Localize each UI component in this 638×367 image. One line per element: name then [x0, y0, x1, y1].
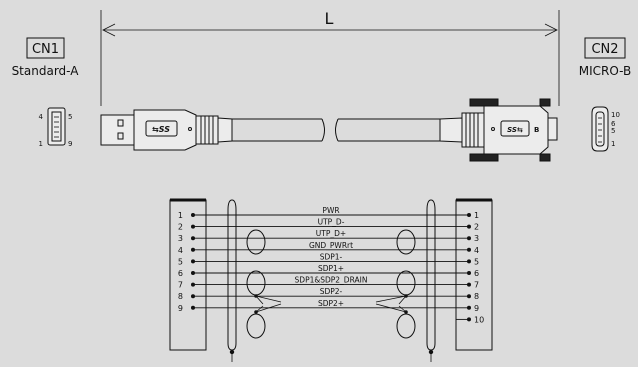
left-pin-number: 7	[178, 281, 183, 290]
left-pin-dot	[191, 213, 195, 217]
left-pin-number: 3	[178, 234, 183, 243]
cable-body	[232, 118, 440, 142]
cn1-pin-5: 5	[68, 113, 72, 121]
cn1-name: CN1	[32, 42, 59, 57]
left-pin-number: 9	[178, 304, 183, 313]
signal-label: PWR	[322, 206, 339, 215]
right-pin-dot	[467, 317, 471, 322]
left-pin-number: 1	[178, 211, 183, 220]
cn2-face-icon: 10 6 5 1	[591, 106, 620, 152]
cn2-ss-logo: SS⇆	[507, 126, 523, 134]
left-pin-dot	[191, 271, 195, 275]
cn1-pin-9: 9	[68, 140, 72, 148]
signal-label: SDP1&SDP2_DRAIN	[295, 276, 368, 285]
right-pin-number: 10	[474, 315, 484, 324]
right-pin-number: 6	[474, 269, 479, 278]
cn1-face-icon: 4 5 1 9	[39, 107, 72, 148]
right-pin-dot	[467, 282, 471, 287]
signal-label: SDP1+	[318, 264, 344, 273]
left-pin-dot	[191, 305, 195, 310]
cn2-label-group: CN2 MICRO-B	[579, 37, 632, 78]
left-pin-dot	[191, 259, 195, 264]
right-pin-number: 3	[474, 234, 479, 243]
left-pin-number: 4	[178, 246, 183, 255]
left-pin-number: 2	[178, 223, 183, 232]
left-pin-number: 5	[178, 257, 183, 266]
length-dimension: L	[100, 9, 560, 106]
signal-label: SDP1-	[320, 252, 343, 261]
right-pin-number: 7	[474, 281, 479, 290]
right-pin-dot	[467, 236, 471, 241]
left-pin-dot	[191, 236, 195, 241]
right-pin-dot	[467, 259, 471, 264]
cn1-type: Standard-A	[12, 64, 80, 78]
cn2-type: MICRO-B	[579, 64, 632, 78]
right-pin-dot	[467, 305, 471, 310]
right-pin-dot	[467, 224, 471, 229]
cn2-pin-10: 10	[611, 111, 620, 119]
right-pin-dot	[467, 271, 471, 275]
right-pin-number: 2	[474, 223, 479, 232]
left-pin-number: 6	[178, 269, 183, 278]
signal-label: SDP2-	[320, 287, 343, 296]
left-pin-dot	[191, 224, 195, 229]
cn2-b-mark: B	[534, 126, 539, 134]
cn2-pin-1: 1	[611, 140, 615, 148]
right-pin-dot	[467, 247, 471, 252]
left-pin-dot	[191, 294, 195, 299]
left-pin-number: 8	[178, 292, 183, 301]
left-pin-dot	[191, 282, 195, 287]
right-pin-number: 9	[474, 304, 479, 313]
cn2-name: CN2	[591, 42, 618, 57]
right-pin-dot	[467, 213, 471, 217]
dimension-label: L	[325, 9, 334, 28]
left-pin-dot	[191, 247, 195, 252]
cn2-plug: SS⇆ B	[439, 98, 558, 162]
right-pin-number: 5	[474, 257, 479, 266]
cn2-pin-5: 5	[611, 127, 615, 135]
signal-label: SDP2+	[318, 299, 344, 308]
cn1-pin-1: 1	[39, 140, 43, 148]
right-pin-number: 4	[474, 246, 479, 255]
signal-label: UTP_D-	[318, 218, 345, 227]
cn1-pin-4: 4	[39, 113, 44, 121]
cn2-pin-6: 6	[611, 120, 616, 128]
signal-label: UTP_D+	[316, 229, 346, 238]
cn1-ss-logo: ⇆SS	[152, 125, 170, 134]
signal-label: GND_PWRrt	[309, 241, 353, 250]
cn1-label-group: CN1 Standard-A	[12, 37, 80, 78]
right-pin-number: 1	[474, 211, 479, 220]
right-pin-dot	[467, 294, 471, 299]
cn1-plug: ⇆SS	[100, 109, 233, 151]
right-pin-number: 8	[474, 292, 479, 301]
